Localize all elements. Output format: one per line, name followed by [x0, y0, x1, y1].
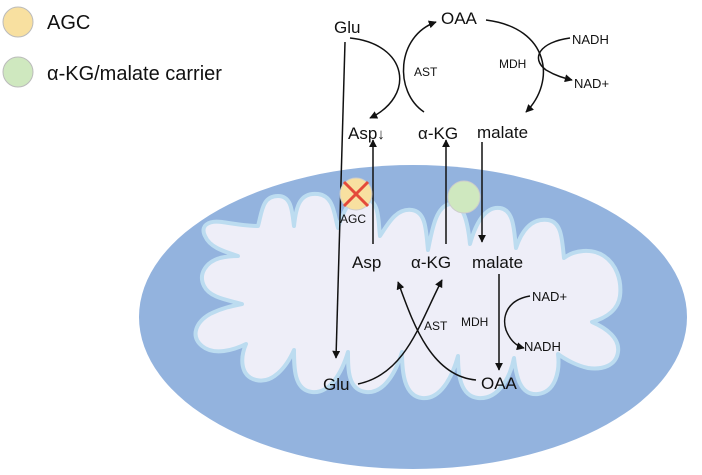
cytosol-nadh-curve — [537, 37, 573, 83]
matrix-mdh: MDH — [461, 315, 488, 329]
agc-block-x-2 — [342, 180, 370, 208]
matrix-oaa: OAA — [481, 374, 518, 393]
matrix-nad: NAD+ — [532, 289, 567, 304]
cytosol-asp: Asp↓ — [348, 124, 385, 143]
matrix-glu: Glu — [323, 375, 349, 394]
agc-legend-label: AGC — [47, 12, 90, 34]
matrix-nad-curve — [503, 295, 531, 351]
cytosol-oaa: OAA — [441, 9, 478, 28]
agc-legend-swatch — [2, 6, 34, 38]
matrix-ast-curve-2 — [396, 281, 477, 381]
pathway-arrows — [332, 19, 573, 385]
cytosol-ast-curve-2 — [402, 20, 437, 113]
asp-decrease-arrow: ↓ — [377, 126, 385, 143]
cytosol-mdh: MDH — [499, 57, 526, 71]
glu-import-arrow — [332, 41, 346, 359]
cytosol-glu: Glu — [334, 18, 360, 37]
cytosol-labels: Glu OAA NADH MDH AST NAD+ Asp↓ α-KG mala… — [334, 9, 609, 143]
cytosol-nad: NAD+ — [574, 76, 609, 91]
akg-malate-carrier — [447, 180, 481, 214]
cytosol-ast: AST — [414, 65, 438, 79]
legend: AGC α-KG/malate carrier — [2, 6, 222, 88]
matrix-labels: AGC Asp α-KG malate NAD+ MDH AST NADH Gl… — [323, 212, 567, 394]
matrix-ast-curve-1 — [357, 279, 443, 385]
agc-transporter-label: AGC — [340, 212, 366, 226]
cytosol-mdh-curve — [485, 19, 545, 113]
matrix-akg: α-KG — [411, 253, 451, 272]
matrix-malate: malate — [472, 253, 523, 272]
cytosol-nadh: NADH — [572, 32, 609, 47]
matrix-asp: Asp — [352, 253, 381, 272]
matrix-nadh: NADH — [524, 339, 561, 354]
carrier-legend-swatch — [2, 56, 34, 88]
matrix-ast: AST — [424, 319, 448, 333]
cytosol-ast-curve-1 — [349, 37, 401, 119]
cytosol-malate: malate — [477, 123, 528, 142]
carrier-legend-label: α-KG/malate carrier — [47, 63, 222, 85]
cytosol-akg: α-KG — [418, 124, 458, 143]
mitochondrion — [139, 165, 687, 469]
agc-transporter — [339, 177, 373, 211]
